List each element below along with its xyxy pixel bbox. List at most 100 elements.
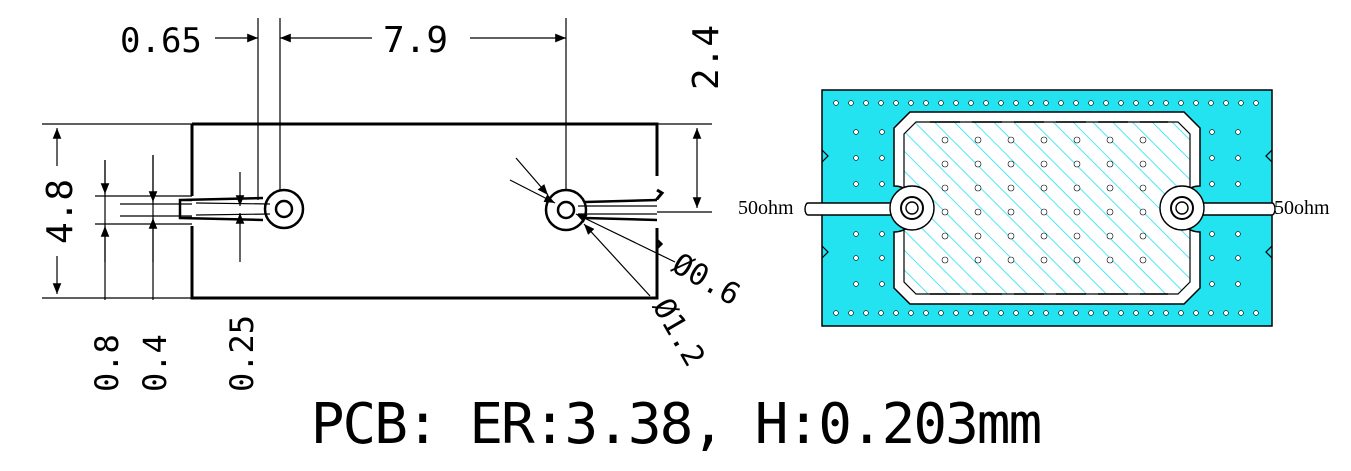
via-array <box>833 100 1259 316</box>
via-hole <box>983 100 989 106</box>
via-hole <box>1178 100 1184 106</box>
via-hole <box>974 160 982 168</box>
via-hole <box>848 100 854 106</box>
via-hole <box>1139 232 1147 240</box>
via-hole <box>1073 208 1081 216</box>
via-hole <box>1139 184 1147 192</box>
via-hole <box>893 100 899 106</box>
caption: PCB: ER:3.38, H:0.203mm <box>310 392 1042 457</box>
via-hole <box>1013 310 1019 316</box>
via-hole <box>848 310 854 316</box>
via-hole <box>853 255 859 261</box>
via-hole <box>1040 232 1048 240</box>
via-hole <box>1148 100 1154 106</box>
via-hole <box>1088 310 1094 316</box>
housing-outline <box>190 122 665 300</box>
via-hole <box>1043 100 1049 106</box>
via-hole <box>1103 100 1109 106</box>
via-hole <box>1133 100 1139 106</box>
via-hole <box>1139 160 1147 168</box>
via-hole <box>1223 100 1229 106</box>
via-hole <box>879 129 885 135</box>
via-hole <box>941 184 949 192</box>
via-hole <box>879 155 885 161</box>
right-channel <box>584 198 658 222</box>
left-channel <box>178 196 264 222</box>
via-hole <box>1148 310 1154 316</box>
right-pin-outer <box>544 188 588 232</box>
via-hole <box>1073 160 1081 168</box>
via-hole <box>1106 256 1114 264</box>
cavity-hatch <box>903 121 1191 295</box>
via-hole <box>1040 160 1048 168</box>
via-hole <box>968 100 974 106</box>
pcb-layout <box>804 89 1276 327</box>
label-7-9: 7.9 <box>383 20 448 61</box>
via-hole <box>1253 100 1259 106</box>
via-hole <box>879 231 885 237</box>
via-hole <box>941 160 949 168</box>
via-hole <box>953 310 959 316</box>
label-4-8: 4.8 <box>40 179 81 244</box>
via-hole <box>1235 181 1241 187</box>
via-hole <box>1238 100 1244 106</box>
via-hole <box>998 100 1004 106</box>
via-hole <box>879 281 885 287</box>
via-hole <box>1235 281 1241 287</box>
via-hole <box>1040 136 1048 144</box>
via-hole <box>941 232 949 240</box>
via-hole <box>923 310 929 316</box>
via-hole <box>1106 184 1114 192</box>
via-hole <box>1235 255 1241 261</box>
via-hole <box>983 310 989 316</box>
via-hole <box>878 310 884 316</box>
via-hole <box>1007 208 1015 216</box>
via-hole <box>879 255 885 261</box>
label-0-4: 0.4 <box>136 334 174 392</box>
via-hole <box>879 181 885 187</box>
via-hole <box>1073 100 1079 106</box>
via-hole <box>974 208 982 216</box>
dim-4-8 <box>42 123 192 299</box>
via-hole <box>1253 310 1259 316</box>
via-hole <box>1163 310 1169 316</box>
via-hole <box>1235 155 1241 161</box>
via-hole <box>1235 231 1241 237</box>
via-hole <box>1106 136 1114 144</box>
via-hole <box>923 100 929 106</box>
via-hole <box>1133 310 1139 316</box>
via-hole <box>1106 160 1114 168</box>
dim-diameters <box>509 157 676 297</box>
via-hole <box>1073 310 1079 316</box>
port-label-right: 50ohm <box>1274 197 1330 219</box>
via-hole <box>941 256 949 264</box>
via-hole <box>1073 184 1081 192</box>
via-hole <box>1040 184 1048 192</box>
via-hole <box>853 129 859 135</box>
via-hole <box>1118 310 1124 316</box>
via-hole <box>853 155 859 161</box>
via-hole <box>1073 232 1081 240</box>
label-0-8: 0.8 <box>88 334 126 392</box>
dim-horizontal-top <box>215 18 567 200</box>
via-hole <box>968 310 974 316</box>
left-feedline <box>804 202 895 216</box>
via-hole <box>998 310 1004 316</box>
via-hole <box>1208 310 1214 316</box>
via-hole <box>1238 310 1244 316</box>
via-hole <box>1106 232 1114 240</box>
via-hole <box>893 310 899 316</box>
via-hole <box>938 310 944 316</box>
via-hole <box>833 310 839 316</box>
via-hole <box>1209 181 1215 187</box>
left-pin-inner <box>274 199 294 219</box>
via-hole <box>1007 232 1015 240</box>
via-hole <box>1007 184 1015 192</box>
via-hole <box>853 181 859 187</box>
via-hole <box>1223 310 1229 316</box>
via-hole <box>1007 136 1015 144</box>
via-hole <box>878 100 884 106</box>
via-hole <box>1040 208 1048 216</box>
via-hole <box>1209 255 1215 261</box>
dim-2-4 <box>657 123 712 213</box>
